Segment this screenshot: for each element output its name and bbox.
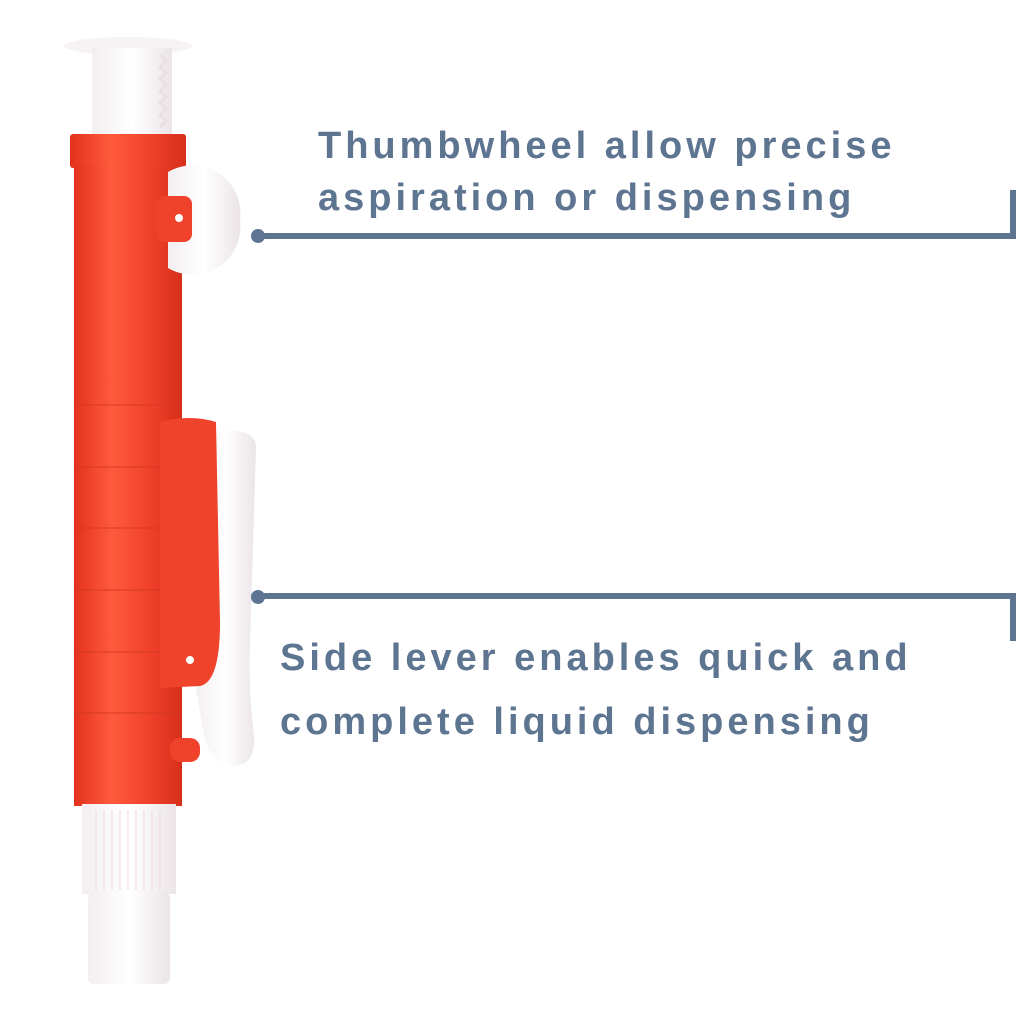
plunger [64,37,192,136]
side-lever-callout-line1: Side lever enables quick and [280,637,912,679]
side-lever [160,418,256,766]
pipette-pump-illustration [64,37,256,984]
side-lever-leader-tick [1010,593,1016,641]
thumbwheel-callout-line2: aspiration or dispensing [318,177,856,219]
thumbwheel-leader-tick [1010,190,1016,239]
nozzle [82,804,176,984]
thumbwheel-callout-line1: Thumbwheel allow precise [318,125,896,167]
thumbwheel [156,165,241,275]
thumbwheel-leader-line [258,233,1016,239]
side-lever-leader-line [258,593,1016,599]
side-lever-callout-line2: complete liquid dispensing [280,701,874,743]
